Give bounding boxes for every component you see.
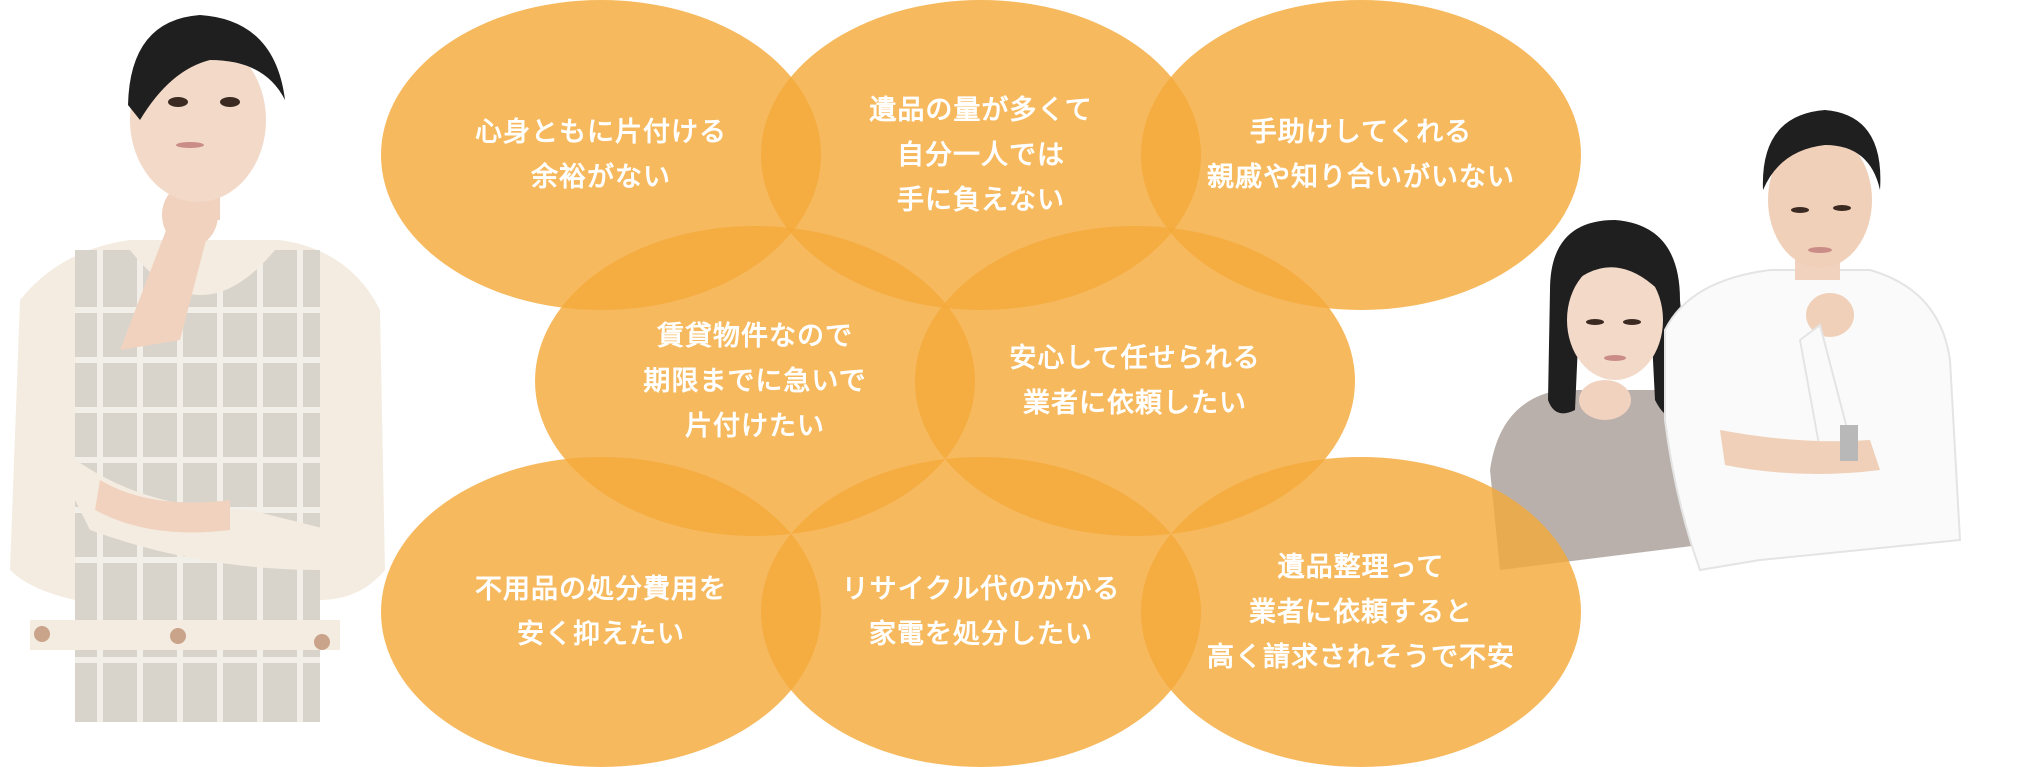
worry-text-2: 遺品の量が多くて 自分一人では 手に負えない	[869, 94, 1093, 216]
thinking-couple-illustration	[1440, 100, 2027, 590]
worry-text-4: 賃貸物件なので 期限までに急いで 片付けたい	[643, 320, 867, 442]
worry-text-1: 心身ともに片付ける 余裕がない	[475, 117, 727, 193]
worry-text-7: リサイクル代のかかる 家電を処分したい	[841, 574, 1121, 650]
worry-text-8: 遺品整理って 業者に依頼すると 高く請求されそうで不安	[1207, 551, 1515, 673]
thinking-woman-illustration	[0, 10, 395, 722]
worry-bubble-8: 遺品整理って 業者に依頼すると 高く請求されそうで不安	[1141, 457, 1581, 767]
worry-text-6: 不用品の処分費用を 安く抑えたい	[475, 574, 727, 650]
worry-bubble-7: リサイクル代のかかる 家電を処分したい	[761, 457, 1201, 767]
worry-bubble-6: 不用品の処分費用を 安く抑えたい	[381, 457, 821, 767]
woman-figure-icon	[10, 15, 385, 722]
worry-text-3: 手助けしてくれる 親戚や知り合いがいない	[1207, 117, 1515, 193]
couple-figure-icon	[1490, 110, 1962, 572]
worry-text-5: 安心して任せられる 業者に依頼したい	[1009, 343, 1261, 419]
